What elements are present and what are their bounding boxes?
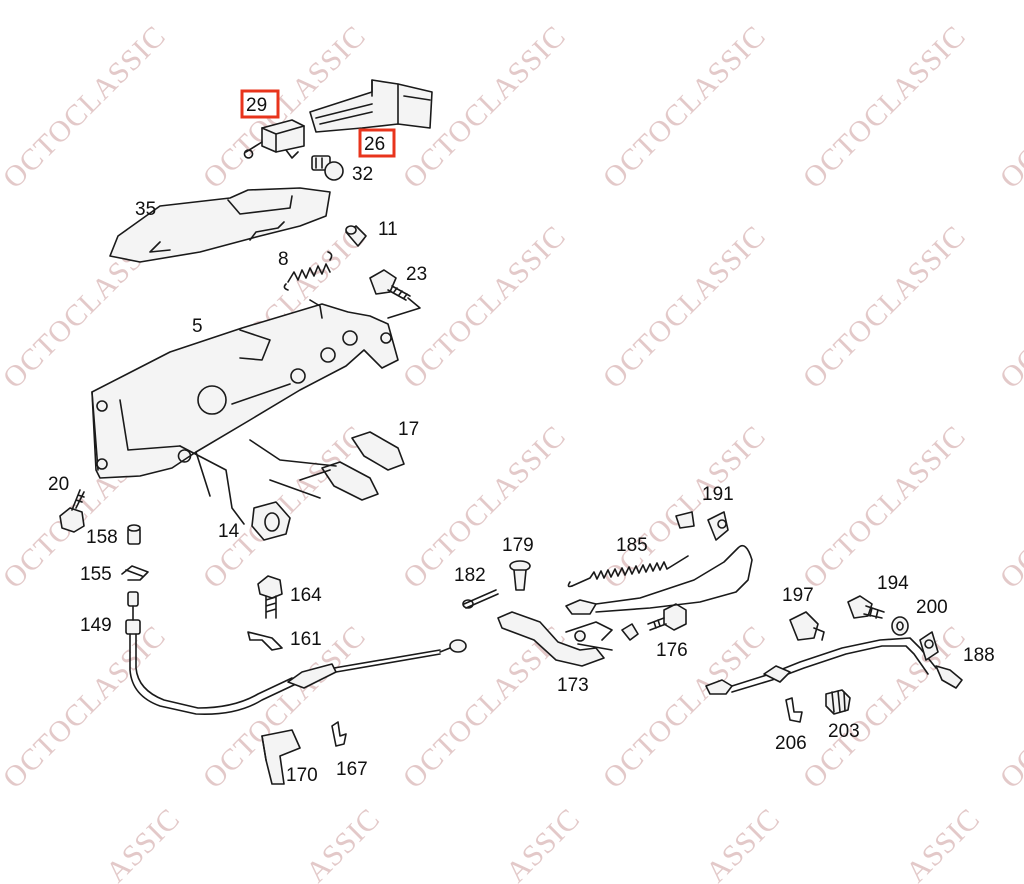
watermark-text: OCTOCLASSIC	[994, 219, 1024, 395]
part-bolt-20[interactable]	[59, 489, 85, 533]
callout-17[interactable]: 17	[398, 419, 419, 440]
part-switch-29[interactable]	[243, 119, 305, 159]
watermark-text-partial: ASSIC	[100, 802, 187, 884]
part-sleeve-11[interactable]	[345, 225, 367, 247]
callout-167[interactable]: 167	[336, 759, 368, 780]
callout-26[interactable]: 26	[364, 134, 385, 155]
callout-149[interactable]: 149	[80, 615, 112, 636]
callout-164[interactable]: 164	[290, 585, 322, 606]
part-bolt-23[interactable]	[369, 269, 421, 319]
callout-5[interactable]: 5	[192, 316, 203, 337]
callout-179[interactable]: 179	[502, 535, 534, 556]
part-spring-8[interactable]	[283, 251, 333, 291]
part-clip-155[interactable]	[121, 565, 149, 581]
part-sleeve-158[interactable]	[127, 524, 141, 545]
part-cable-149[interactable]	[125, 591, 467, 716]
part-linkage-173[interactable]	[497, 611, 613, 667]
callout-170[interactable]: 170	[286, 765, 318, 786]
watermark-text: OCTOCLASSIC	[397, 219, 573, 395]
callout-185[interactable]: 185	[616, 535, 648, 556]
part-washer-200[interactable]	[891, 616, 909, 636]
callout-200[interactable]: 200	[916, 597, 948, 618]
watermark-text: OCTOCLASSIC	[797, 419, 973, 595]
callout-191[interactable]: 191	[702, 484, 734, 505]
callout-176[interactable]: 176	[656, 640, 688, 661]
part-bolt-194[interactable]	[847, 595, 885, 619]
watermark-text: OCTOCLASSIC	[994, 619, 1024, 795]
callout-206[interactable]: 206	[775, 733, 807, 754]
part-bushing-14[interactable]	[251, 501, 291, 541]
watermark-text-partial: ASSIC	[700, 802, 787, 884]
part-clip-161[interactable]	[247, 631, 283, 651]
callout-158[interactable]: 158	[86, 527, 118, 548]
callout-8[interactable]: 8	[278, 249, 289, 270]
part-bracket-26[interactable]	[309, 79, 433, 133]
callout-161[interactable]: 161	[290, 629, 322, 650]
watermark-text: OCTOCLASSIC	[797, 19, 973, 195]
watermark-text-partial: ASSIC	[900, 802, 987, 884]
watermark-text: OCTOCLASSIC	[597, 219, 773, 395]
callout-29[interactable]: 29	[246, 95, 267, 116]
watermark-text: OCTOCLASSIC	[994, 19, 1024, 195]
part-pin-179[interactable]	[509, 560, 531, 591]
part-bracket-170[interactable]	[261, 729, 301, 785]
watermark-text: OCTOCLASSIC	[994, 419, 1024, 595]
part-cable-188[interactable]	[705, 631, 963, 695]
callout-highlight-29[interactable]	[240, 89, 280, 119]
part-clip-167[interactable]	[331, 721, 347, 747]
part-pedal-bracket-5[interactable]	[91, 299, 399, 525]
part-clip-206[interactable]	[785, 697, 803, 723]
callout-11[interactable]: 11	[378, 219, 398, 240]
watermark-text: OCTOCLASSIC	[797, 219, 973, 395]
part-cable-191[interactable]	[565, 511, 753, 615]
callout-188[interactable]: 188	[963, 645, 995, 666]
callout-labels: 29 26 32 35 11 8 23 5 17 20 14 158 155 1…	[48, 89, 995, 786]
callout-194[interactable]: 194	[877, 573, 909, 594]
part-cover-35[interactable]	[109, 187, 331, 263]
callout-23[interactable]: 23	[406, 264, 427, 285]
part-spring-185[interactable]	[567, 555, 689, 588]
part-split-pin-182[interactable]	[462, 589, 499, 609]
callout-182[interactable]: 182	[454, 565, 486, 586]
part-bolt-176[interactable]	[621, 603, 687, 641]
part-nut-32[interactable]	[311, 155, 344, 181]
part-bushing-197[interactable]	[789, 611, 825, 641]
callout-155[interactable]: 155	[80, 564, 112, 585]
callout-32[interactable]: 32	[352, 164, 373, 185]
callout-highlight-26[interactable]	[358, 128, 396, 158]
watermark-text-partial: ASSIC	[300, 802, 387, 884]
part-bolt-164[interactable]	[257, 575, 283, 619]
callout-173[interactable]: 173	[557, 675, 589, 696]
callout-14[interactable]: 14	[218, 521, 240, 542]
watermark-text: OCTOCLASSIC	[597, 19, 773, 195]
watermark-text: OCTOCLASSIC	[0, 19, 172, 195]
callout-203[interactable]: 203	[828, 721, 860, 742]
callout-35[interactable]: 35	[135, 199, 156, 220]
part-pedal-pads-17[interactable]	[249, 431, 405, 501]
watermark-text: OCTOCLASSIC	[197, 419, 373, 595]
callout-197[interactable]: 197	[782, 585, 814, 606]
watermark-text-partial: ASSIC	[500, 802, 587, 884]
watermark-text: OCTOCLASSIC	[0, 619, 172, 795]
callout-20[interactable]: 20	[48, 474, 69, 495]
part-plug-203[interactable]	[825, 689, 851, 715]
